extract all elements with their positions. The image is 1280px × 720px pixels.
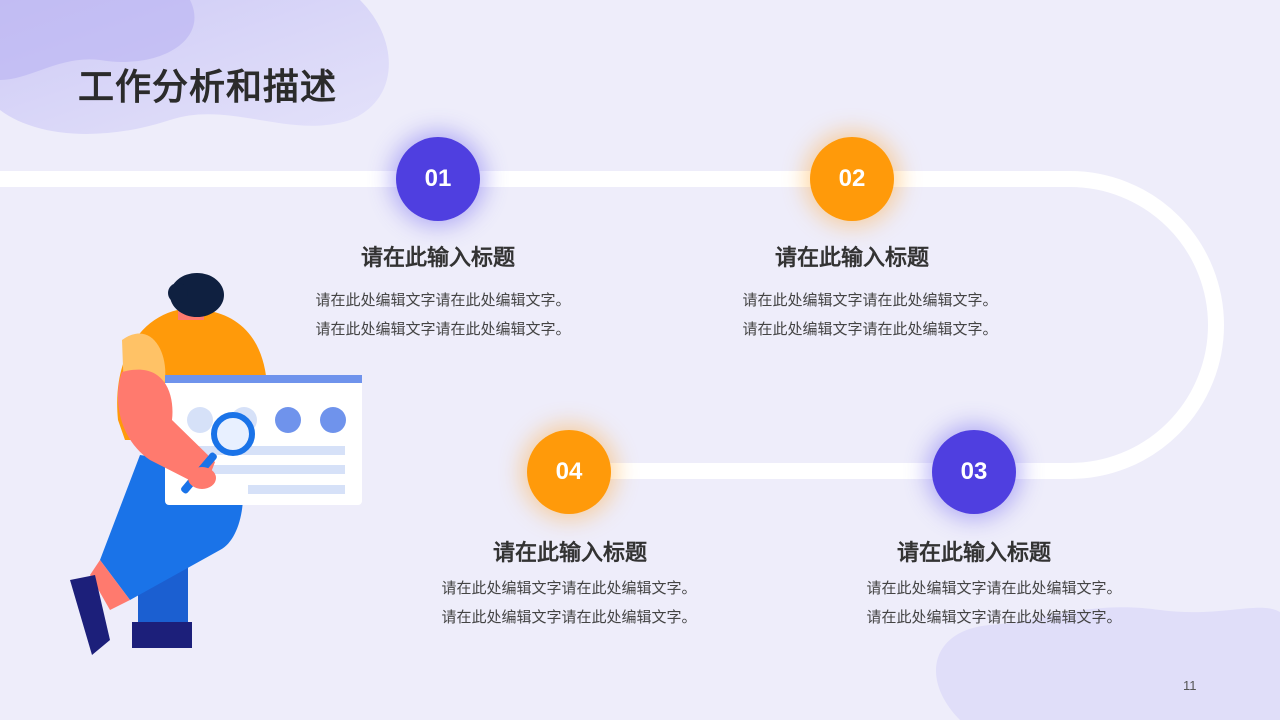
step-desc-01: 请在此处编辑文字请在此处编辑文字。 请在此处编辑文字请在此处编辑文字。 — [283, 286, 603, 344]
step-desc-line: 请在此处编辑文字请在此处编辑文字。 — [866, 579, 1122, 597]
step-title-03: 请在此输入标题 — [896, 541, 1051, 566]
step-number: 02 — [838, 165, 866, 192]
page-title: 工作分析和描述 — [78, 67, 338, 108]
step-number: 01 — [424, 165, 452, 192]
step-desc-line: 请在此处编辑文字请在此处编辑文字。 — [742, 291, 998, 309]
step-desc-line: 请在此处编辑文字请在此处编辑文字。 — [315, 320, 571, 338]
step-desc-line: 请在此处编辑文字请在此处编辑文字。 — [742, 320, 998, 338]
timeline-path — [0, 171, 1224, 479]
step-badge-01: 01 — [396, 137, 480, 221]
step-desc-02: 请在此处编辑文字请在此处编辑文字。 请在此处编辑文字请在此处编辑文字。 — [710, 286, 1030, 344]
step-desc-line: 请在此处编辑文字请在此处编辑文字。 — [866, 608, 1122, 626]
step-title-01: 请在此输入标题 — [360, 246, 515, 271]
step-desc-line: 请在此处编辑文字请在此处编辑文字。 — [441, 608, 697, 626]
step-badge-04: 04 — [527, 430, 611, 514]
step-title-04: 请在此输入标题 — [492, 541, 647, 566]
bottom-right-blob — [936, 607, 1280, 720]
page-number: 11 — [1183, 678, 1197, 693]
step-desc-03: 请在此处编辑文字请在此处编辑文字。 请在此处编辑文字请在此处编辑文字。 — [834, 574, 1154, 632]
step-title-02: 请在此输入标题 — [774, 246, 929, 271]
step-badge-03: 03 — [932, 430, 1016, 514]
step-number: 04 — [555, 458, 583, 485]
step-desc-line: 请在此处编辑文字请在此处编辑文字。 — [315, 291, 571, 309]
step-desc-line: 请在此处编辑文字请在此处编辑文字。 — [441, 579, 697, 597]
step-number: 03 — [960, 458, 988, 485]
top-left-blob-inner — [0, 0, 195, 80]
person-with-magnifier-icon — [70, 273, 362, 655]
step-desc-04: 请在此处编辑文字请在此处编辑文字。 请在此处编辑文字请在此处编辑文字。 — [409, 574, 729, 632]
step-badge-02: 02 — [810, 137, 894, 221]
